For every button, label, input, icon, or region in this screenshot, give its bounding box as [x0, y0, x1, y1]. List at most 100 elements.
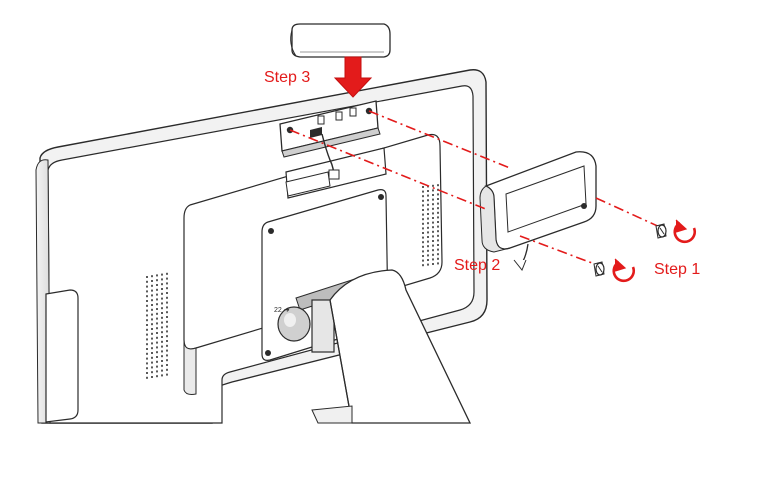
grille-hole: [151, 313, 153, 316]
grille-hole: [422, 199, 424, 202]
grille-hole: [161, 302, 163, 305]
grille-hole: [156, 303, 158, 306]
grille-hole: [422, 227, 424, 230]
grille-hole: [156, 298, 158, 301]
rear-housing-top: [183, 339, 197, 395]
grille-hole: [422, 190, 424, 193]
grille-hole: [161, 364, 163, 367]
grille-hole: [437, 211, 439, 214]
grille-hole: [427, 222, 429, 225]
grille-hole: [432, 253, 434, 256]
grille-hole: [156, 308, 158, 310]
guide-line-lower: [289, 129, 489, 211]
grille-hole: [166, 359, 168, 362]
grille-hole: [161, 321, 163, 324]
grille-hole: [432, 235, 434, 238]
grille-hole: [151, 294, 153, 297]
grille-hole: [432, 212, 434, 215]
step-1-label: Step 1: [654, 261, 701, 278]
grille-hole: [422, 264, 424, 267]
card-reader-module: [479, 151, 597, 271]
grille-hole: [151, 308, 153, 311]
grille-hole: [427, 249, 429, 252]
grille-hole: [166, 311, 168, 314]
grille-hole: [427, 199, 429, 202]
grille-hole: [166, 368, 168, 371]
grille-hole: [156, 360, 158, 363]
grille-hole: [161, 273, 163, 276]
top-cover: [290, 23, 391, 58]
grille-hole: [156, 332, 158, 334]
grille-hole: [427, 213, 429, 215]
grille-hole: [437, 248, 439, 251]
grille-hole: [422, 195, 424, 198]
grille-hole: [432, 263, 434, 265]
grille-hole: [422, 245, 424, 248]
grille-hole: [156, 293, 158, 296]
grille-hole: [151, 356, 153, 359]
grille-hole: [437, 253, 439, 256]
grille-hole: [151, 337, 153, 340]
grille-hole: [166, 272, 168, 275]
grille-hole: [422, 209, 424, 211]
grille-hole: [437, 239, 439, 242]
grille-hole: [146, 304, 148, 307]
screw-icon: [655, 223, 667, 239]
grille-hole: [166, 316, 168, 318]
monitor: 22 ➔: [35, 69, 488, 424]
grille-hole: [427, 231, 429, 234]
grille-hole: [161, 297, 163, 300]
grille-hole: [161, 292, 163, 295]
grille-hole: [427, 240, 429, 243]
grille-hole: [437, 262, 439, 265]
grille-hole: [427, 194, 429, 197]
grille-hole: [161, 336, 163, 338]
grille-hole: [146, 324, 148, 326]
rotate-arrow-icon: [612, 258, 635, 283]
grille-hole: [161, 307, 163, 310]
grille-hole: [427, 217, 429, 220]
grille-hole: [151, 284, 153, 287]
grille-hole: [422, 232, 424, 234]
grille-hole: [432, 203, 434, 206]
grille-hole: [437, 207, 439, 210]
grille-hole: [437, 234, 439, 237]
grille-hole: [166, 354, 168, 357]
grille-hole: [151, 342, 153, 345]
grille-hole: [432, 240, 434, 242]
vesa-screw-top-left: [268, 228, 274, 234]
grille-hole: [151, 323, 153, 326]
step-2-label: Step 2: [454, 257, 501, 274]
grille-hole: [166, 287, 168, 290]
grille-hole: [151, 328, 153, 330]
rotate-arrow-icon: [673, 219, 696, 244]
grille-hole: [156, 365, 158, 368]
guide-line-upper: [368, 110, 511, 169]
grille-hole: [161, 350, 163, 353]
grille-hole: [432, 217, 434, 219]
grille-hole: [146, 285, 148, 288]
grille-hole: [151, 361, 153, 364]
grille-hole: [146, 357, 148, 360]
grille-hole: [422, 241, 424, 244]
grille-hole: [161, 345, 163, 348]
grille-hole: [166, 301, 168, 304]
hinge-block: [311, 299, 335, 353]
grille-hole: [432, 184, 434, 187]
grille-hole: [151, 318, 153, 321]
grille-hole: [432, 207, 434, 210]
grille-hole: [151, 376, 153, 378]
grille-hole: [427, 259, 429, 261]
grille-hole: [151, 299, 153, 302]
grille-hole: [437, 225, 439, 228]
grille-hole: [437, 257, 439, 260]
grille-hole: [156, 346, 158, 349]
speaker-grille-left: [146, 272, 168, 379]
grille-hole: [432, 226, 434, 229]
grille-hole: [437, 202, 439, 205]
grille-hole: [156, 312, 158, 315]
guide-line-screw-2: [519, 235, 601, 267]
grille-hole: [432, 198, 434, 201]
down-arrow-icon: [333, 56, 373, 98]
grille-hole: [161, 288, 163, 290]
